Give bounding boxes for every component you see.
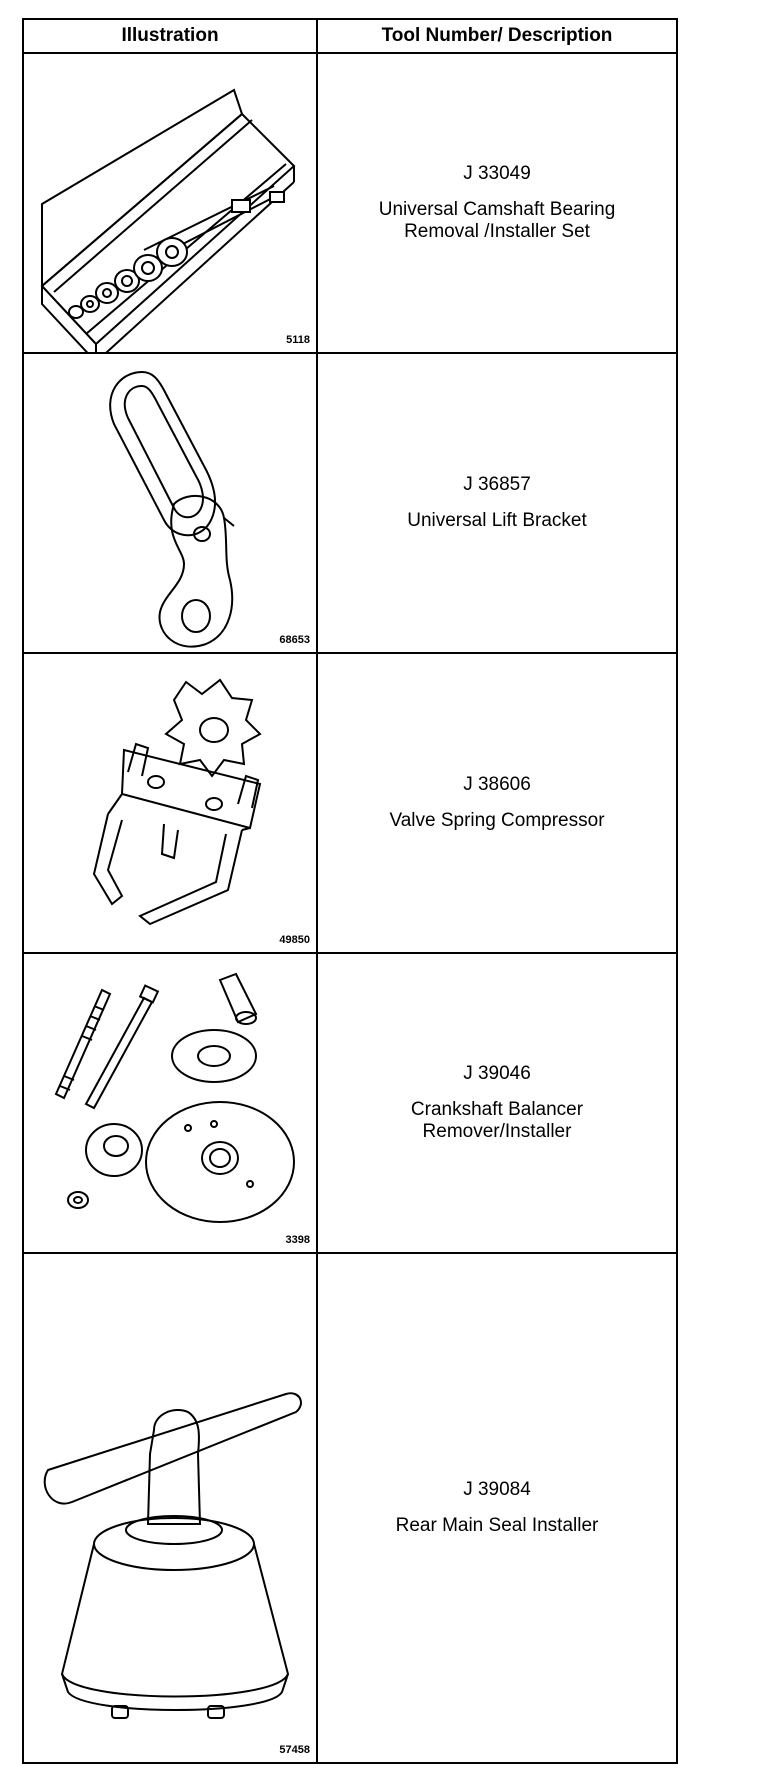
table-row: 5118 J 33049 Universal Camshaft Bearing … [24,54,676,354]
table-row: 49850 J 38606 Valve Spring Compressor [24,654,676,954]
illustration-cell: 57458 [24,1254,316,1762]
table-header: Illustration Tool Number/ Description [24,20,676,54]
description-cell: J 33049 Universal Camshaft Bearing Remov… [318,54,676,352]
figure-number: 57458 [279,1744,310,1756]
column-divider [316,20,318,1762]
description-column-header: Tool Number/ Description [381,25,613,46]
description-cell: J 36857 Universal Lift Bracket [318,354,676,652]
tool-description-line: Universal Lift Bracket [407,510,587,531]
lift-bracket-icon [109,370,235,648]
tool-number: J 36857 [463,474,531,495]
illustration-column-header: Illustration [121,25,219,46]
table-row: 57458 J 39084 Rear Main Seal Installer [24,1254,676,1762]
tool-description-line: Removal /Installer Set [404,221,590,242]
tool-description-line: Valve Spring Compressor [389,810,605,831]
tool-description-line: Universal Camshaft Bearing [378,199,616,220]
illustration-cell: 5118 [24,54,316,352]
description-cell: J 39046 Crankshaft Balancer Remover/Inst… [318,954,676,1252]
tool-description-line: Remover/Installer [422,1121,572,1142]
illustration-cell: 3398 [24,954,316,1252]
illustration-cell: 68653 [24,354,316,652]
valve-spring-compressor-icon [92,678,262,926]
table-row: 68653 J 36857 Universal Lift Bracket [24,354,676,654]
rear-main-seal-installer-icon [43,1392,302,1719]
tool-number: J 38606 [463,774,531,795]
illustration-cell: 49850 [24,654,316,952]
balancer-remover-installer-icon [54,972,295,1223]
tool-number: J 39084 [463,1479,531,1500]
figure-number: 3398 [285,1234,310,1246]
figure-number: 5118 [286,334,310,346]
tool-number: J 39046 [463,1063,531,1084]
description-cell: J 38606 Valve Spring Compressor [318,654,676,952]
tool-number: J 33049 [463,163,531,184]
description-cell: J 39084 Rear Main Seal Installer [318,1254,676,1762]
figure-number: 49850 [279,934,310,946]
camshaft-bearing-set-icon [40,88,296,352]
tool-description-line: Rear Main Seal Installer [395,1515,599,1536]
tool-table: Illustration Tool Number/ Description [22,18,678,1764]
table-row: 3398 J 39046 Crankshaft Balancer Remover… [24,954,676,1254]
figure-number: 68653 [279,634,310,646]
tool-description-line: Crankshaft Balancer [410,1099,584,1120]
